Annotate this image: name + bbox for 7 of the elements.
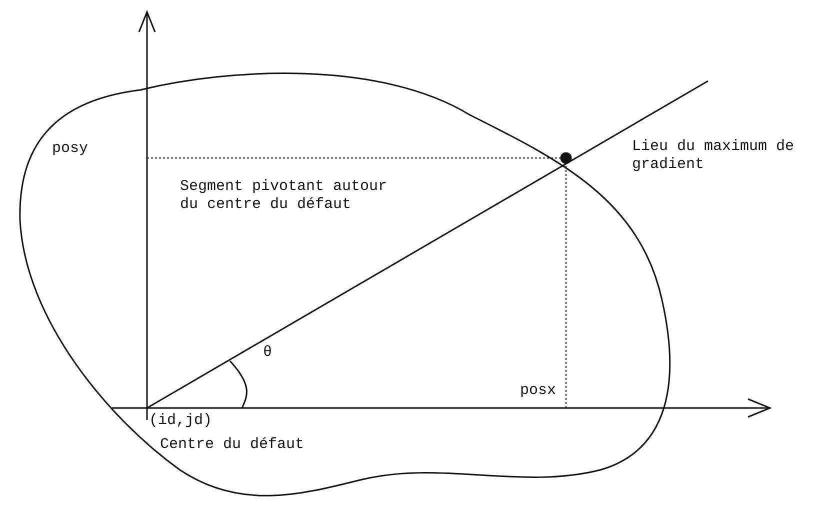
diagram-label: θ	[263, 344, 274, 362]
diagram-label: posx	[520, 382, 558, 400]
diagram-label: posy	[52, 140, 90, 158]
diagram-label: (id,jd)	[149, 412, 214, 430]
diagram-label: Lieu du maximum de gradient	[632, 138, 796, 174]
diagram-label: Segment pivotant autour du centre du défaut	[180, 178, 388, 214]
diagram-label: Centre du défaut	[160, 436, 306, 454]
